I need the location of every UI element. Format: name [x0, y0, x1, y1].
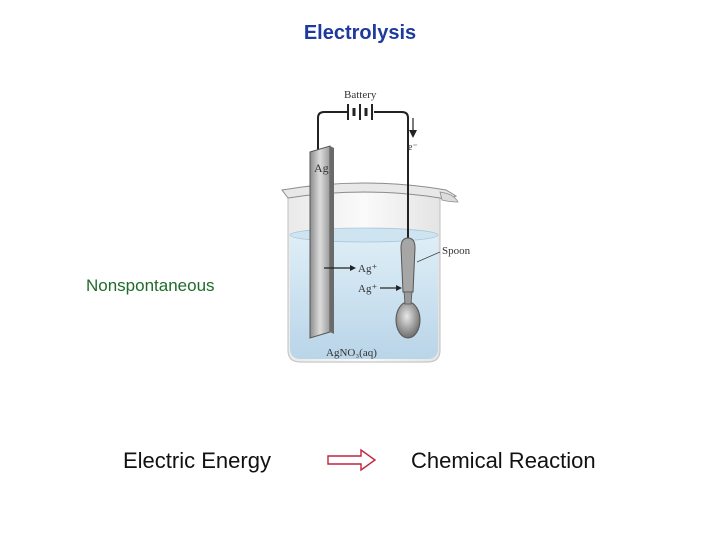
- battery-icon: [347, 104, 373, 120]
- electrode-label: Ag: [314, 161, 329, 175]
- nonspontaneous-label: Nonspontaneous: [86, 276, 215, 295]
- chemical-reaction-label: Chemical Reaction: [411, 448, 596, 473]
- ion-arrows: [324, 265, 402, 291]
- ion-label-2: Ag⁺: [358, 283, 377, 295]
- ion-label-1: Ag⁺: [358, 263, 377, 275]
- silver-electrode: [309, 145, 334, 339]
- battery-label: Battery: [344, 89, 377, 101]
- page-title: Electrolysis: [303, 22, 417, 44]
- electric-energy-label: Electric Energy: [123, 448, 271, 473]
- electron-label: e⁻: [408, 142, 418, 153]
- electrolysis-diagram: Battery e⁻ Ag Spoon Ag⁺ Ag⁺: [270, 80, 500, 380]
- electron-arrow: [409, 118, 417, 138]
- circuit-wires: [317, 111, 409, 245]
- spoon-icon: [395, 237, 421, 339]
- right-arrow-icon: [327, 448, 377, 472]
- solution-label: AgNO₃(aq): [326, 347, 377, 359]
- spoon-label: Spoon: [442, 245, 471, 257]
